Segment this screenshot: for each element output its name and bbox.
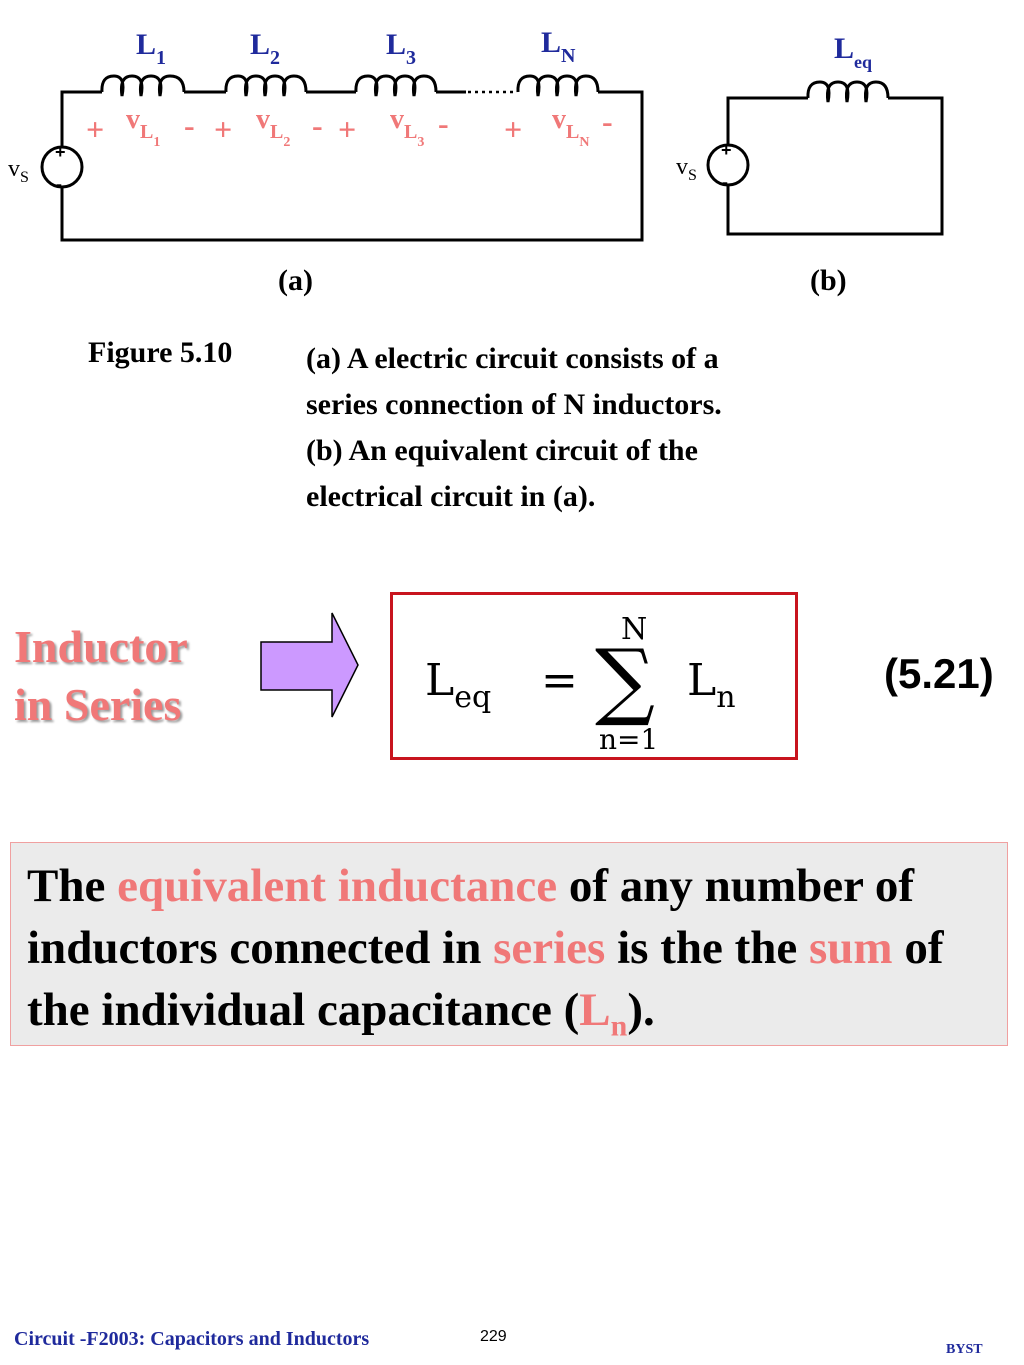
statement-text: The — [27, 860, 118, 912]
source-a-plus: + — [55, 142, 66, 162]
equation-number: (5.21) — [884, 650, 994, 697]
vln-plus: + — [504, 111, 522, 147]
source-a-label: vS — [8, 156, 29, 186]
vl3-plus: + — [338, 111, 356, 147]
figure-caption-line: electrical circuit in (a). — [306, 480, 596, 513]
figure-caption-line: (a) A electric circuit consists of a — [306, 342, 719, 375]
equation-box: Leq = N ∑ n=1 Ln — [390, 592, 798, 760]
inductor-leq-coil — [806, 80, 890, 103]
circuit-b-source — [706, 143, 750, 187]
source-b-label: vS — [676, 154, 697, 184]
vln-minus: - — [602, 103, 613, 139]
circuit-b-wire — [726, 96, 808, 145]
sigma-symbol: ∑ — [595, 631, 655, 729]
equation-upper-limit: N — [621, 612, 647, 647]
statement-box: The equivalent inductance of any number … — [10, 842, 1008, 1046]
inductor-l1-label: L1 — [136, 28, 166, 69]
caption-a: (a) — [278, 264, 313, 297]
vl3-label: vL3 — [390, 104, 424, 150]
vl1-minus: - — [184, 107, 195, 143]
equation-equals: = — [541, 655, 578, 706]
statement-highlight: sum — [809, 922, 893, 974]
inductor-l3-coil — [354, 74, 438, 97]
page-number: 229 — [480, 1328, 507, 1345]
footer-course-title: Circuit -F2003: Capacitors and Inductors — [14, 1328, 370, 1350]
statement-highlight: Ln — [579, 984, 628, 1043]
right-arrow-icon — [260, 612, 359, 718]
figure-caption-line: series connection of N inductors. — [306, 388, 722, 421]
inductor-l1-coil — [100, 74, 186, 97]
source-b-plus: + — [721, 140, 732, 160]
source-a-minus: - — [56, 174, 62, 194]
inductor-l2-coil — [224, 74, 308, 97]
vl3-minus: - — [438, 105, 449, 141]
statement-highlight: series — [493, 922, 606, 974]
circuit-diagrams: + - + - vS vS L1 L2 L3 LN Leq + vL1 - + … — [8, 26, 944, 297]
circuit-a-wire — [60, 90, 644, 242]
inductor-l2-label: L2 — [250, 28, 280, 69]
source-b-minus: - — [722, 172, 728, 192]
vl2-plus: + — [214, 111, 232, 147]
figure-number: Figure 5.10 — [88, 336, 233, 369]
equation-term: Ln — [687, 655, 736, 715]
inductor-ln-coil — [516, 74, 600, 97]
circuit-a-wire — [60, 90, 102, 148]
vl1-label: vL1 — [126, 104, 160, 150]
caption-b: (b) — [810, 264, 847, 297]
statement-text: of any number of inductors connected in — [27, 860, 915, 974]
equation-lower-limit: n=1 — [599, 723, 658, 756]
equation-lhs: Leq — [425, 655, 491, 715]
vl2-minus: - — [312, 107, 323, 143]
figure-caption-line: (b) An equivalent circuit of the — [306, 434, 698, 467]
vln-label: vLN — [552, 104, 589, 150]
equation: Leq = N ∑ n=1 Ln — [425, 612, 736, 756]
statement-highlight: equivalent inductance — [117, 860, 558, 912]
inductor-l3-label: L3 — [386, 28, 416, 69]
side-title-line: Inductor — [14, 621, 188, 672]
footer-author: BYST — [946, 1342, 983, 1357]
statement-text: of the individual capacitance ( — [27, 922, 944, 1036]
inductor-ln-label: LN — [541, 26, 576, 67]
inductor-leq-label: Leq — [834, 32, 872, 72]
vl2-label: vL2 — [256, 104, 290, 150]
circuit-a-source — [40, 145, 84, 189]
statement-text: ). — [627, 984, 655, 1036]
figure-caption: (a) A electric circuit consists of a ser… — [306, 336, 866, 520]
circuit-b-wire — [726, 96, 944, 236]
vl1-plus: + — [86, 111, 104, 147]
statement-text: is the the — [605, 922, 809, 974]
side-title-line: in Series — [14, 679, 182, 730]
side-title: Inductor in Series — [14, 618, 188, 734]
